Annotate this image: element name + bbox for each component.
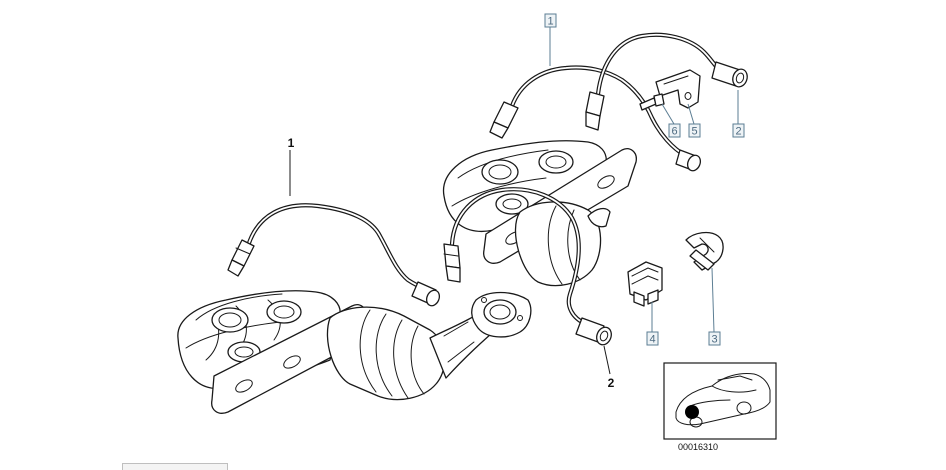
exhaust-manifold-left: [177, 290, 532, 414]
callout-2-right[interactable]: 2: [732, 123, 745, 138]
cable-holder: [685, 231, 724, 271]
callout-1-top[interactable]: 1: [544, 13, 557, 28]
svg-text:1: 1: [547, 16, 553, 28]
holder-bracket: [655, 69, 701, 109]
exhaust-manifold-right: [442, 140, 637, 287]
cable-clip: [627, 261, 663, 307]
svg-text:5: 5: [691, 126, 697, 138]
oxygen-sensors-2: [443, 32, 748, 346]
callout-3[interactable]: 3: [708, 331, 721, 346]
svg-text:3: 3: [711, 334, 717, 346]
svg-text:6: 6: [671, 126, 677, 138]
svg-text:4: 4: [649, 334, 655, 346]
diagram-id: 00016310: [678, 442, 718, 452]
location-marker-icon: [685, 405, 699, 419]
leader-lines: [289, 26, 739, 375]
callout-6[interactable]: 6: [668, 123, 681, 138]
scrollbar-tab[interactable]: [122, 463, 228, 470]
callout-4[interactable]: 4: [646, 331, 659, 346]
callout-5[interactable]: 5: [688, 123, 701, 138]
label-2: 2: [608, 376, 615, 390]
svg-text:2: 2: [735, 126, 741, 138]
hex-bolt: [639, 93, 665, 111]
oxygen-sensors-1: [227, 65, 702, 307]
inset-car-thumbnail: 00016310: [663, 362, 777, 452]
label-1: 1: [288, 136, 295, 150]
